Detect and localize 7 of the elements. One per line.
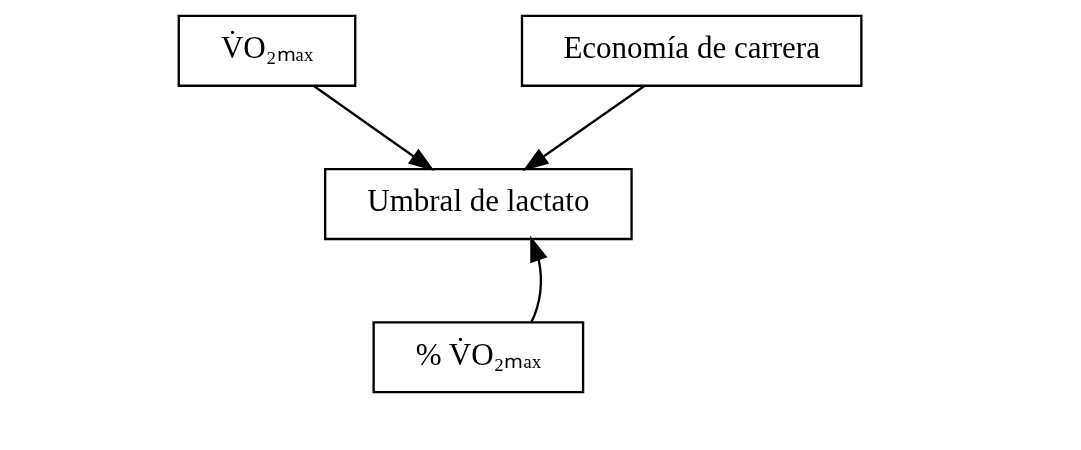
node-box: Economía de carrera bbox=[520, 14, 863, 87]
arrow bbox=[312, 85, 434, 172]
arrow bbox=[522, 85, 645, 172]
node-box: V̇O₂ₘₐₓ bbox=[177, 14, 356, 87]
node-box: % V̇O₂ₘₐₓ bbox=[372, 321, 584, 394]
arrow bbox=[529, 235, 547, 323]
node-box: Umbral de lactato bbox=[323, 168, 633, 241]
